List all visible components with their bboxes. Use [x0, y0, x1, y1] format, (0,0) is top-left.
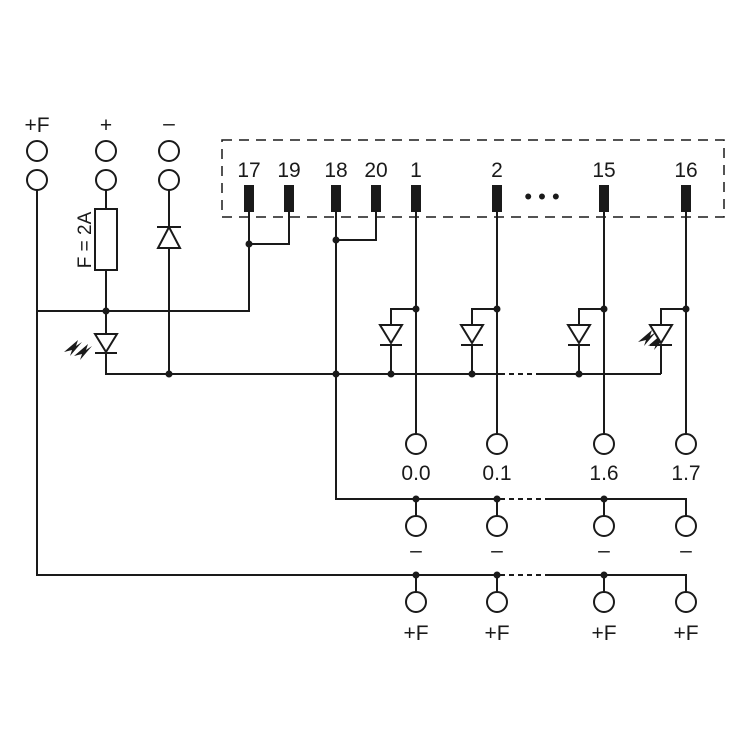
- light-emission-icon: [638, 330, 666, 350]
- pin-label: 2: [491, 159, 503, 182]
- terminal-label-minus: –: [163, 112, 175, 135]
- terminal-label-plus: +: [100, 114, 112, 137]
- plus-f-terminal-label: +F: [484, 622, 509, 645]
- output-terminal: [405, 433, 427, 455]
- diode-icon: [156, 224, 182, 249]
- connector-pin: [284, 185, 294, 212]
- minus-terminal: [593, 515, 615, 537]
- plus-f-terminal: [486, 591, 508, 613]
- plus-f-terminal-label: +F: [591, 622, 616, 645]
- pin-label: 18: [324, 159, 347, 182]
- led-icon: [378, 324, 404, 345]
- output-label: 1.7: [671, 462, 700, 485]
- output-terminal: [675, 433, 697, 455]
- pin-label: 15: [592, 159, 615, 182]
- pin-label: 20: [364, 159, 387, 182]
- output-channel: 1.7 – +F: [648, 212, 701, 645]
- connector-pin: [599, 185, 609, 212]
- plus-f-terminal: [675, 591, 697, 613]
- pin-label: 1: [410, 159, 422, 182]
- output-label: 1.6: [589, 462, 618, 485]
- ellipsis: • • •: [524, 184, 559, 209]
- plus-f-terminal: [405, 591, 427, 613]
- minus-terminal: [405, 515, 427, 537]
- minus-terminal-label: –: [680, 539, 692, 562]
- output-channel: 1.6 – +F: [566, 212, 619, 645]
- output-channel: 0.1 – +F: [459, 212, 512, 645]
- minus-terminal: [675, 515, 697, 537]
- output-label: 0.1: [482, 462, 511, 485]
- fuse-label: F = 2A: [75, 211, 96, 268]
- connector-pin: [331, 185, 341, 212]
- pin-label: 17: [237, 159, 260, 182]
- supply-terminals: [26, 140, 180, 191]
- connector-pin: [681, 185, 691, 212]
- minus-terminal: [486, 515, 508, 537]
- output-terminal: [486, 433, 508, 455]
- light-emission-icon: [64, 340, 92, 360]
- output-terminal: [593, 433, 615, 455]
- connector-pin: [411, 185, 421, 212]
- led-icon: [93, 333, 119, 354]
- led-icon: [648, 324, 674, 345]
- plus-f-terminal: [593, 591, 615, 613]
- pin-label: 19: [277, 159, 300, 182]
- minus-terminal-label: –: [410, 539, 422, 562]
- plus-f-terminal-label: +F: [403, 622, 428, 645]
- plus-f-bus: [36, 190, 687, 592]
- connector-pin: [371, 185, 381, 212]
- link-17: [37, 212, 250, 312]
- fuse-icon: [94, 208, 118, 271]
- terminal-label-plus-f: +F: [24, 114, 49, 137]
- output-label: 0.0: [401, 462, 430, 485]
- minus-terminal-label: –: [598, 539, 610, 562]
- led-icon: [566, 324, 592, 345]
- connector-pin: [244, 185, 254, 212]
- output-channel: 0.0 – +F: [378, 212, 666, 645]
- connector-pin: [492, 185, 502, 212]
- minus-terminal-label: –: [491, 539, 503, 562]
- plus-f-terminal-label: +F: [673, 622, 698, 645]
- led-icon: [459, 324, 485, 345]
- pin-label: 16: [674, 159, 697, 182]
